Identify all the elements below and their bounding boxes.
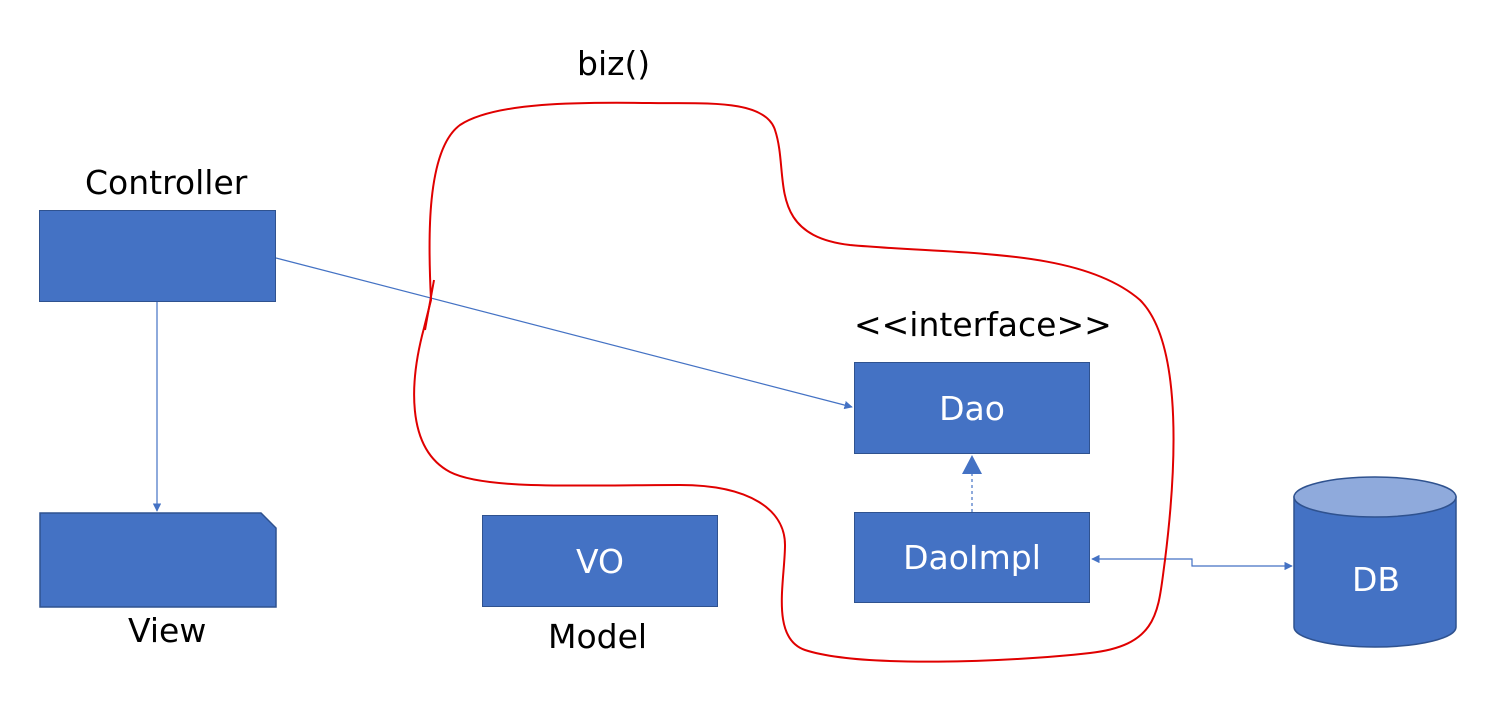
model-label: Model (548, 617, 648, 656)
view-label: View (128, 611, 207, 650)
biz-label: biz() (577, 44, 651, 83)
vo-box-label: VO (576, 541, 624, 581)
controller-box[interactable] (39, 210, 276, 302)
biz-boundary-tick (424, 279, 435, 331)
daoimpl-box-label: DaoImpl (903, 538, 1041, 577)
dao-box[interactable]: Dao (854, 362, 1090, 454)
controller-to-dao-connector (275, 257, 853, 410)
daoimpl-db-connector (1091, 554, 1293, 571)
realization-arrowhead (962, 455, 982, 474)
view-box[interactable] (39, 512, 277, 608)
db-box-label: DB (1352, 560, 1401, 599)
controller-label: Controller (85, 163, 248, 202)
dao-box-label: Dao (939, 388, 1005, 428)
interface-stereotype-label: <<interface>> (854, 305, 1112, 344)
db-cylinder[interactable] (1293, 476, 1457, 648)
biz-boundary-annotation (413, 101, 1175, 663)
vo-box[interactable]: VO (482, 515, 718, 607)
daoimpl-box[interactable]: DaoImpl (854, 512, 1090, 603)
